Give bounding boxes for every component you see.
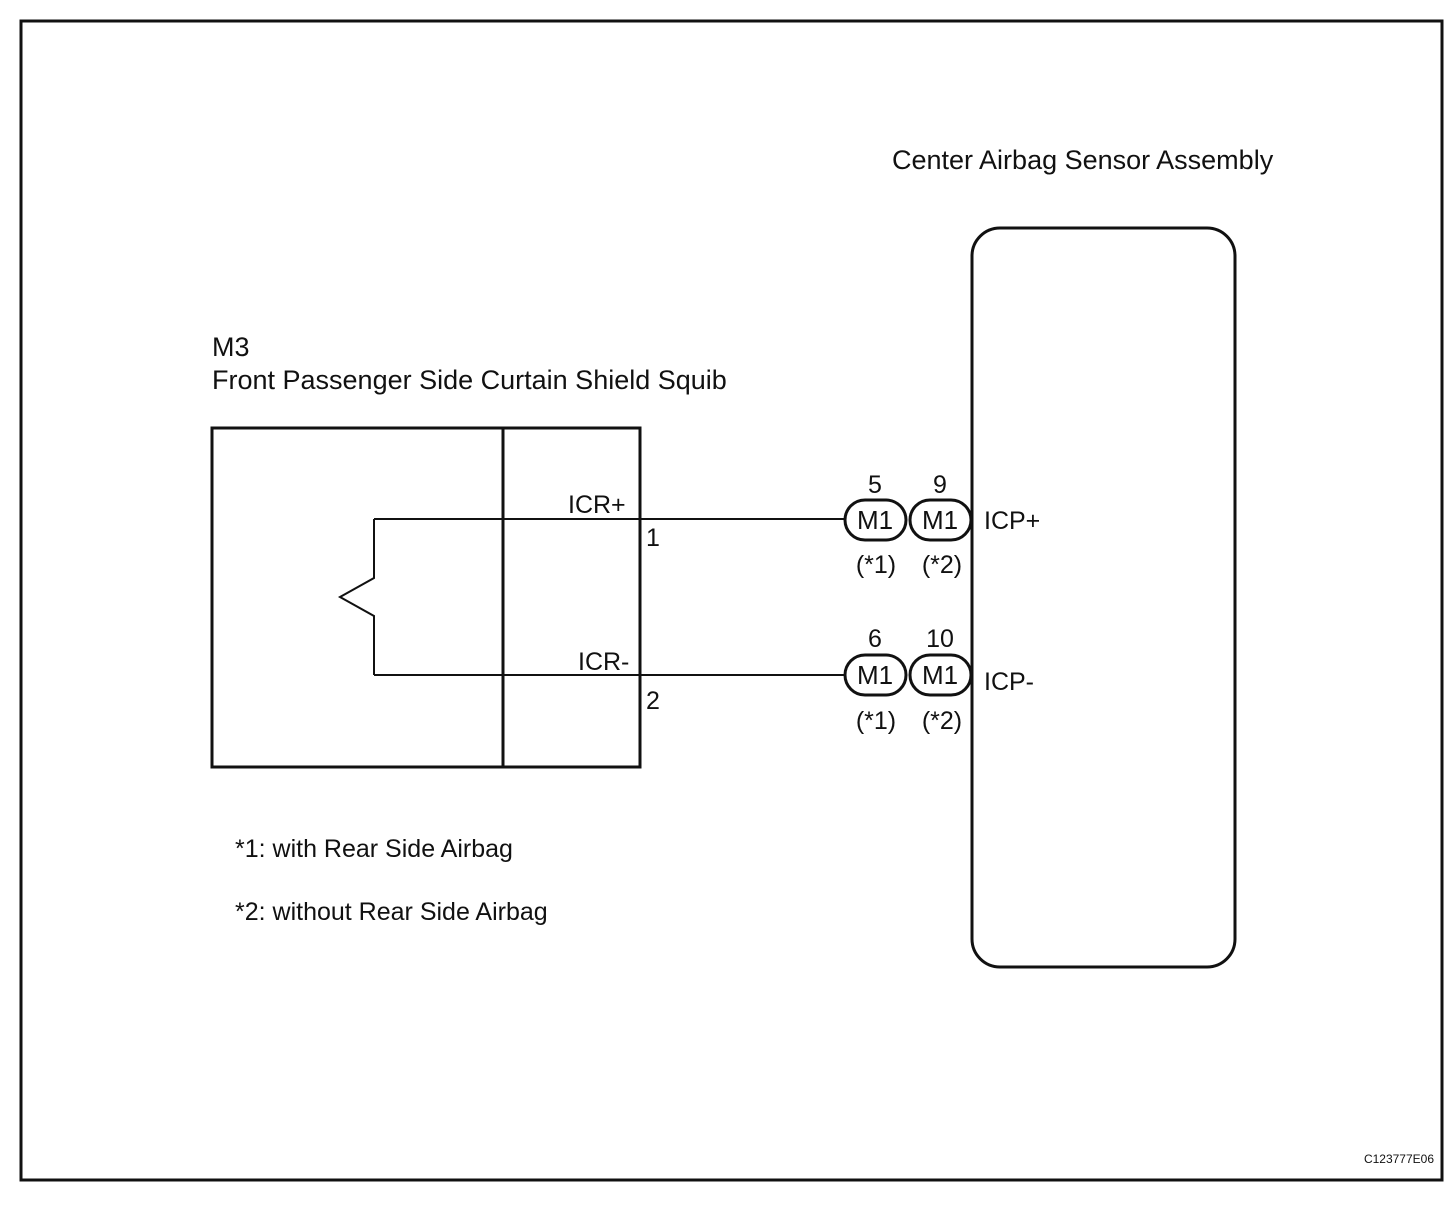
- connector-plus-b-pin: 9: [933, 471, 947, 499]
- connector-minus-a-pin: 6: [868, 625, 882, 653]
- connector-plus-a: [843, 498, 908, 542]
- connector-minus-a-code: M1: [857, 660, 893, 690]
- connector-plus-b-code: M1: [922, 505, 958, 535]
- squib-code: M3: [212, 332, 250, 362]
- connector-plus-b-note: (*2): [922, 551, 962, 579]
- connector-minus-a-note: (*1): [856, 707, 896, 735]
- squib-pin-plus-number: 1: [646, 524, 660, 552]
- note-1: *1: with Rear Side Airbag: [235, 835, 513, 863]
- ecu-pin-plus-label: ICP+: [984, 507, 1040, 535]
- ecu-box: [970, 226, 1237, 969]
- figure-id: C123777E06: [1364, 1152, 1434, 1166]
- connector-minus-b-note: (*2): [922, 707, 962, 735]
- squib-name: Front Passenger Side Curtain Shield Squi…: [212, 365, 727, 395]
- connector-plus-a-pin: 5: [868, 471, 882, 499]
- ecu-pin-minus-label: ICP-: [984, 668, 1034, 696]
- connector-plus-a-note: (*1): [856, 551, 896, 579]
- squib-pin-minus-label: ICR-: [578, 648, 629, 676]
- squib-pin-minus-number: 2: [646, 687, 660, 715]
- connector-plus-b: [908, 498, 973, 542]
- connector-minus-a: [843, 653, 908, 697]
- connector-minus-b-pin: 10: [926, 625, 954, 653]
- diagram-frame: [19, 19, 1444, 1182]
- connector-minus-b-code: M1: [922, 660, 958, 690]
- squib-box: [210, 426, 642, 769]
- note-2: *2: without Rear Side Airbag: [235, 898, 548, 926]
- squib-element: [337, 519, 375, 675]
- ecu-title: Center Airbag Sensor Assembly: [892, 145, 1274, 175]
- connector-minus-b: [908, 653, 973, 697]
- connector-plus-a-code: M1: [857, 505, 893, 535]
- squib-pin-plus-label: ICR+: [568, 491, 626, 519]
